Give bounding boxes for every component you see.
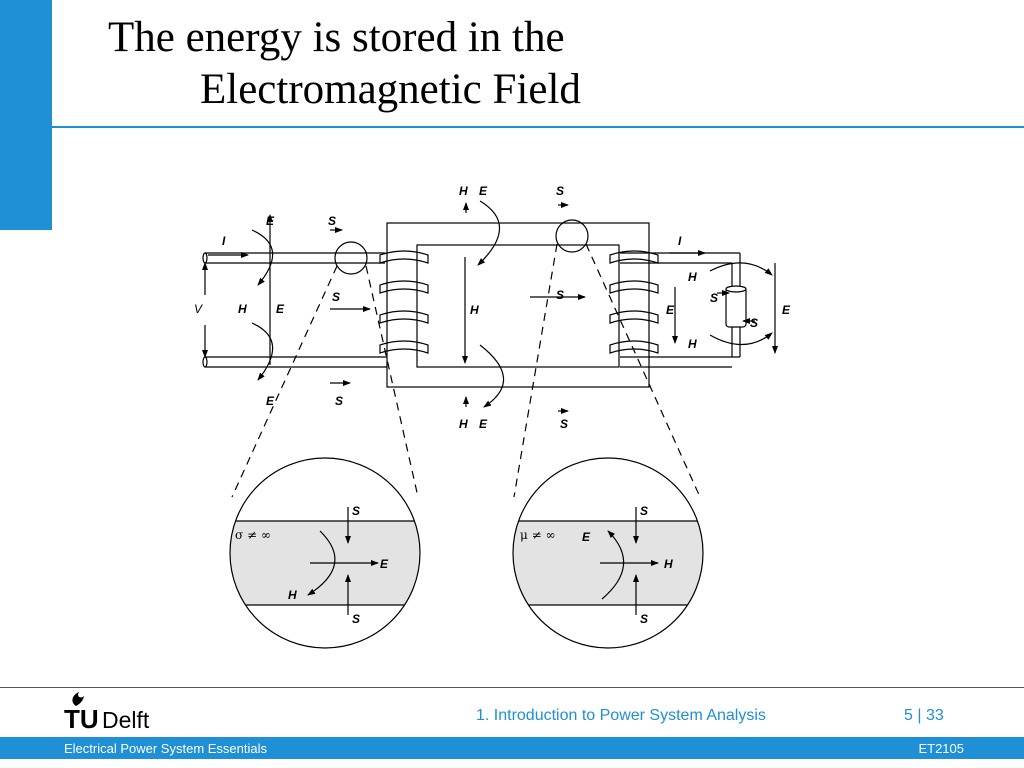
accent-bar [0,0,52,230]
label-mu: μ ≠ ∞ [520,528,555,542]
course-name: Electrical Power System Essentials [64,741,268,756]
inset-conductor [229,457,421,649]
label-h: H [238,302,247,316]
chapter-title: 1. Introduction to Power System Analysis [476,707,766,724]
label-s: S [556,184,564,198]
title-rule [52,126,1024,128]
label-e: E [266,214,275,228]
label-e: E [582,530,591,544]
label-s: S [560,417,568,431]
label-e: E [666,303,675,317]
label-s: S [352,612,360,626]
em-field-diagram: E S I V H E S E S H E S H S H E S I H E … [194,184,791,649]
flame-icon [72,692,84,706]
diagram-labels: E S I V H E S E S H E S H S H E S I H E … [194,184,791,626]
label-s: S [335,394,343,408]
label-h: H [288,588,297,602]
label-e: E [782,303,791,317]
label-s: S [328,214,336,228]
slide-title: The energy is stored in the Electromagne… [108,12,581,116]
logo-tu: TU [64,704,99,732]
label-s: S [556,288,564,302]
inset-core [512,457,704,649]
label-h: H [470,303,479,317]
tu-delft-logo: TU Delft [64,692,150,732]
title-line-2: Electromagnetic Field [200,66,581,113]
label-e: E [266,394,275,408]
footer-rule [0,687,1024,688]
coils [379,250,659,354]
label-s: S [332,290,340,304]
label-i: I [678,234,682,248]
label-e: E [479,184,488,198]
label-e: E [479,417,488,431]
label-e: E [380,557,389,571]
logo-delft: Delft [102,707,150,732]
title-line-1: The energy is stored in the [108,14,565,61]
label-s: S [750,316,758,330]
label-s: S [710,291,718,305]
label-h: H [459,417,468,431]
label-h: H [664,557,673,571]
course-code: ET2105 [918,741,964,756]
magnetic-core [386,222,650,388]
label-h: H [688,270,697,284]
label-s: S [640,612,648,626]
zoom-circles [231,219,701,498]
label-i: I [222,234,226,248]
label-s: S [352,504,360,518]
label-h: H [688,337,697,351]
label-v: V [194,302,203,316]
label-e: E [276,302,285,316]
label-h: H [459,184,468,198]
page-number: 5 | 33 [904,707,944,724]
label-sigma: σ ≠ ∞ [235,528,271,542]
field-arrows [202,200,778,414]
bottom-bar [0,737,1024,759]
label-s: S [640,504,648,518]
